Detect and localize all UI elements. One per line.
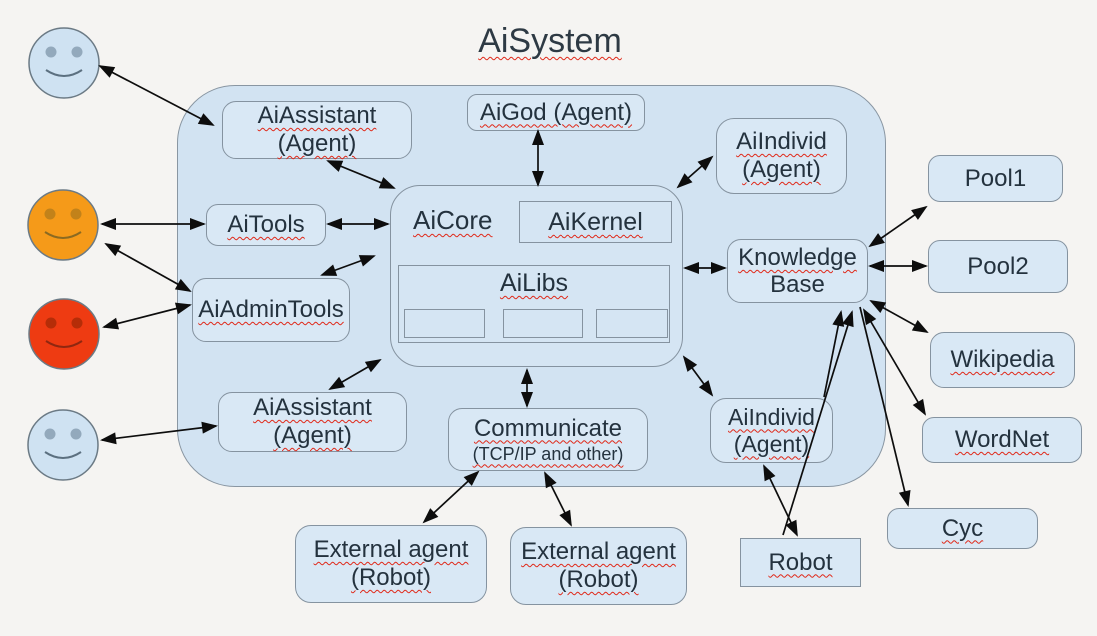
ai-individ-bottom-line2: (Agent) xyxy=(733,430,810,457)
ai-individ-top-line1: AiIndivid xyxy=(736,128,827,155)
ai-libs-slot-1 xyxy=(404,309,485,338)
wordnet-label: WordNet xyxy=(954,426,1050,453)
node-ai-god: AiGod (Agent) xyxy=(467,94,645,131)
ai-libs-slot-3 xyxy=(596,309,668,338)
node-ai-assistant-top: AiAssistant (Agent) xyxy=(222,101,412,159)
ai-libs-label: AiLibs xyxy=(499,269,569,297)
external-agent-1-line1: External agent xyxy=(313,536,469,563)
node-ai-individ-bottom: AiIndivid (Agent) xyxy=(710,398,833,463)
ai-assistant-bottom-line2: (Agent) xyxy=(273,422,352,449)
node-ai-individ-top: AiIndivid (Agent) xyxy=(716,118,847,194)
cyc-label: Cyc xyxy=(941,514,984,542)
node-external-agent-1: External agent (Robot) xyxy=(295,525,487,603)
smiley-face-icon xyxy=(27,409,99,481)
external-agent-2-line1: External agent xyxy=(521,538,676,565)
external-agent-1-line2: (Robot) xyxy=(350,564,432,591)
node-wordnet: WordNet xyxy=(922,417,1082,463)
communicate-line1: Communicate xyxy=(473,414,623,442)
node-ai-kernel: AiKernel xyxy=(519,201,672,243)
pool2-label: Pool2 xyxy=(967,252,1029,280)
ai-assistant-top-line1: AiAssistant xyxy=(257,102,377,129)
node-communicate: Communicate (TCP/IP and other) xyxy=(448,408,648,471)
smiley-face-icon xyxy=(28,298,100,370)
node-knowledge-base: Knowledge Base xyxy=(727,239,868,303)
node-ai-admin-tools: AiAdminTools xyxy=(192,278,350,342)
ai-kernel-label: AiKernel xyxy=(548,208,643,236)
ai-libs-slot-2 xyxy=(503,309,583,338)
node-robot: Robot xyxy=(740,538,861,587)
ai-assistant-top-line2: (Agent) xyxy=(277,130,357,157)
ai-god-label: AiGod (Agent) xyxy=(479,98,633,126)
ai-tools-label: AiTools xyxy=(227,211,305,238)
robot-label: Robot xyxy=(768,548,833,576)
user-bottom xyxy=(26,408,100,482)
node-pool2: Pool2 xyxy=(928,240,1068,293)
node-ai-assistant-bottom: AiAssistant (Agent) xyxy=(218,392,407,452)
node-ai-tools: AiTools xyxy=(206,204,326,246)
page-title: AiSystem xyxy=(478,22,622,60)
node-wikipedia: Wikipedia xyxy=(930,332,1075,388)
node-cyc: Cyc xyxy=(887,508,1038,549)
communicate-line2: (TCP/IP and other) xyxy=(472,443,624,464)
pool1-label: Pool1 xyxy=(964,164,1027,192)
smiley-face-icon xyxy=(27,189,99,261)
ai-individ-bottom-line1: AiIndivid xyxy=(728,403,815,430)
node-external-agent-2: External agent (Robot) xyxy=(510,527,687,605)
ai-individ-top-line2: (Agent) xyxy=(742,156,821,183)
external-agent-2-line2: (Robot) xyxy=(558,566,639,593)
user-top xyxy=(27,26,101,100)
node-ai-libs: AiLibs xyxy=(398,265,670,343)
smiley-face-icon xyxy=(28,27,100,99)
user-red xyxy=(27,297,101,371)
node-pool1: Pool1 xyxy=(928,155,1063,202)
ai-admin-tools-label: AiAdminTools xyxy=(198,296,344,323)
user-orange xyxy=(26,188,100,262)
knowledge-base-line1: Knowledge xyxy=(738,244,857,271)
knowledge-base-line2: Base xyxy=(770,271,825,298)
ai-core-label: AiCore xyxy=(413,205,493,235)
ai-assistant-bottom-line1: AiAssistant xyxy=(253,394,372,421)
wikipedia-label: Wikipedia xyxy=(950,346,1055,373)
